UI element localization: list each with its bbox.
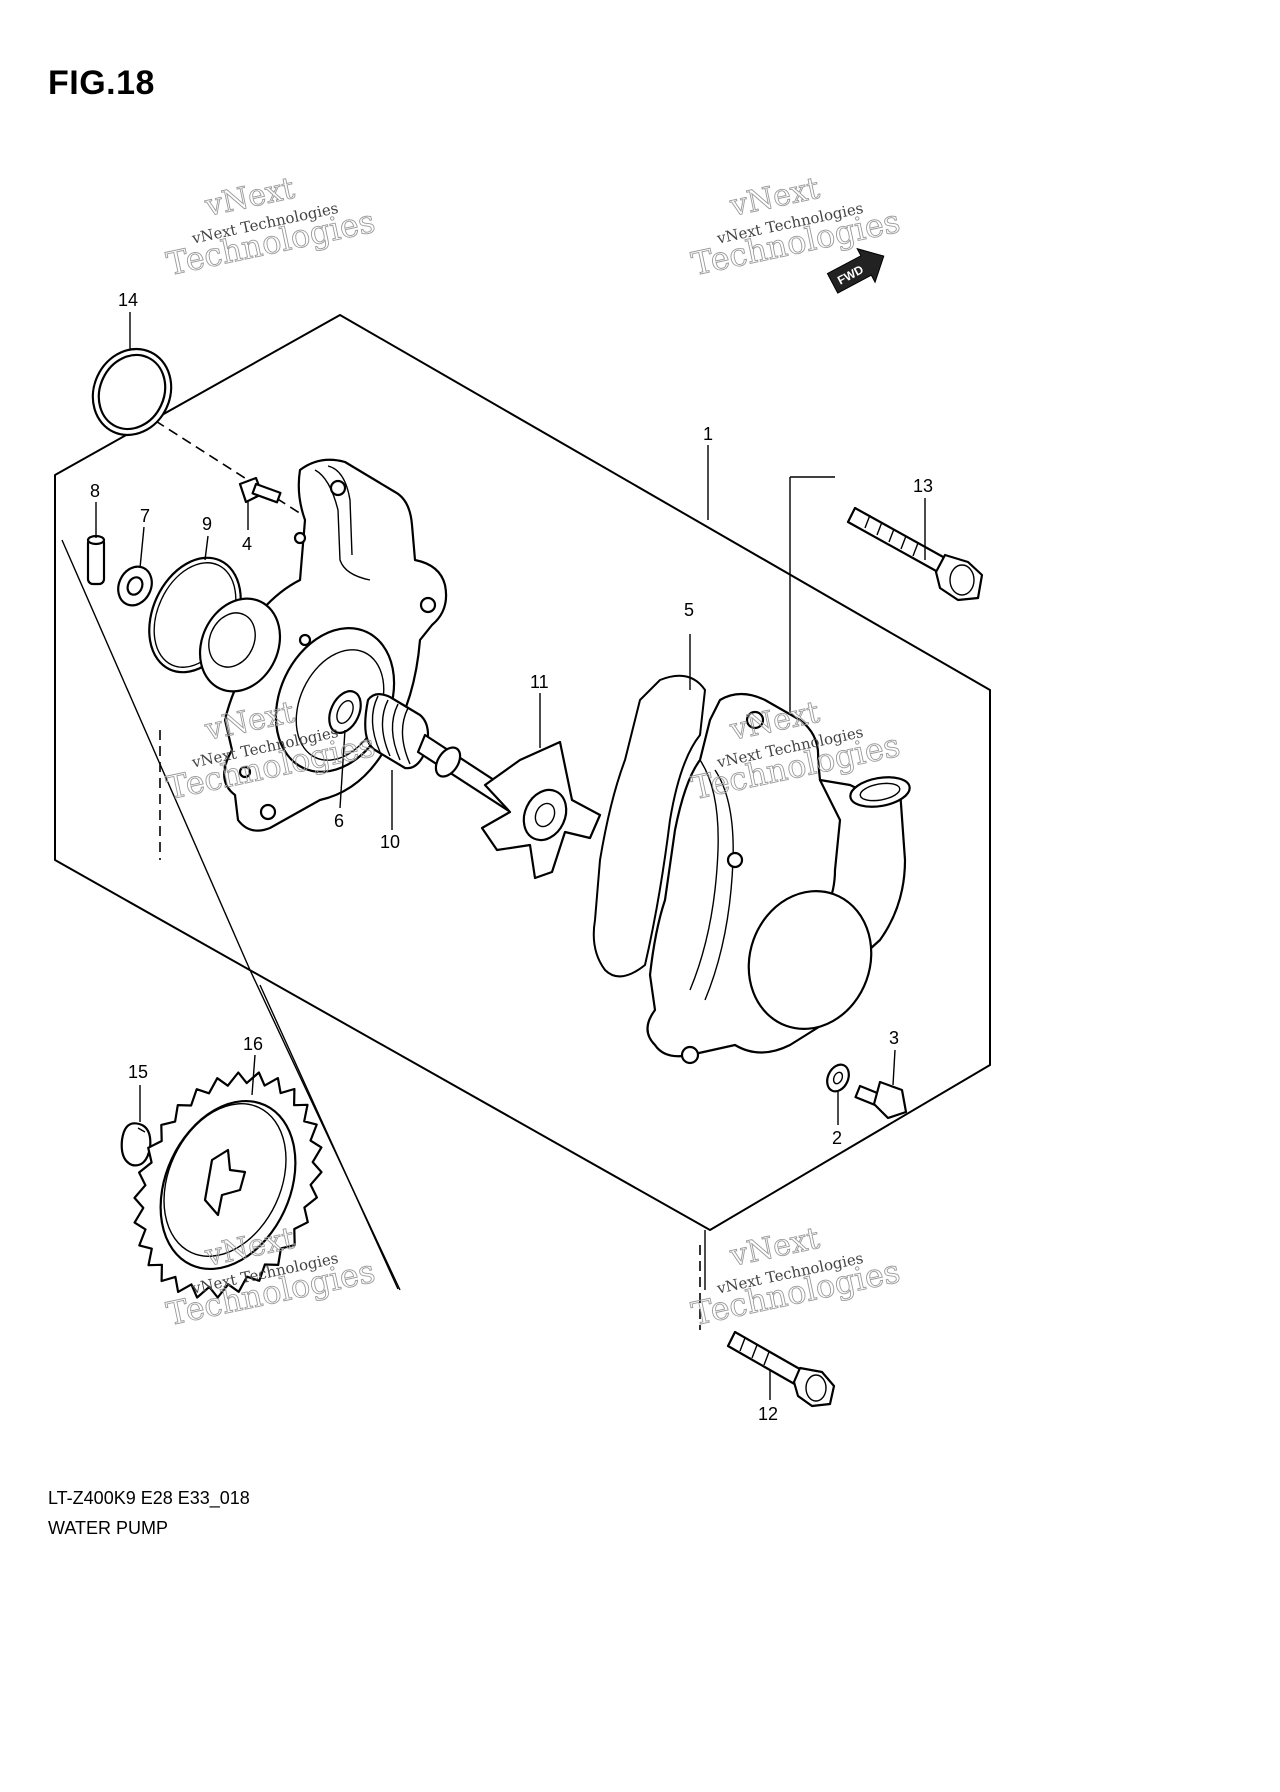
watermark-top-left: vNext vNext Technologies Technologies [163, 170, 379, 283]
callout-14: 14 [118, 290, 138, 310]
callout-3: 3 [889, 1028, 899, 1048]
callout-13: 13 [913, 476, 933, 496]
callout-8: 8 [90, 481, 100, 501]
callout-12: 12 [758, 1404, 778, 1424]
part-4-bolt [238, 476, 282, 504]
callout-leaders [95, 312, 926, 1400]
part-6-oil-seal [328, 690, 362, 734]
assembly-boundary [54, 314, 991, 1291]
part-3-bolt [854, 1080, 908, 1120]
part-16-drive-gear [133, 1071, 323, 1299]
watermark-bottom-right: vNext vNext Technologies Technologies [688, 1220, 904, 1333]
part-7-washer [117, 565, 153, 607]
callout-10: 10 [380, 832, 400, 852]
model-code: LT-Z400K9 E28 E33_018 [48, 1488, 250, 1508]
callout-6: 6 [334, 811, 344, 831]
part-1-pump-cover [646, 692, 911, 1065]
part-5-cover-o-ring [592, 674, 706, 978]
figure-title: FIG.18 [48, 64, 155, 102]
callout-16: 16 [243, 1034, 263, 1054]
callout-1: 1 [703, 424, 713, 444]
callout-5: 5 [684, 600, 694, 620]
callout-15: 15 [128, 1062, 148, 1082]
callout-7: 7 [140, 506, 150, 526]
callout-9: 9 [202, 514, 212, 534]
part-15-circlip [120, 1122, 152, 1167]
part-14-o-ring [91, 347, 173, 437]
callout-numbers: 1 2 3 4 5 6 7 8 9 10 11 12 13 14 15 16 [90, 290, 933, 1424]
part-11-impeller [480, 740, 602, 880]
callout-2: 2 [832, 1128, 842, 1148]
part-13-long-bolt [846, 506, 984, 602]
part-8-dowel-pin [86, 534, 106, 586]
callout-11: 11 [530, 672, 549, 692]
diagram-caption: WATER PUMP [48, 1518, 168, 1538]
callout-4: 4 [242, 534, 252, 554]
part-12-bolt [726, 1330, 836, 1408]
part-2-washer [826, 1063, 850, 1093]
